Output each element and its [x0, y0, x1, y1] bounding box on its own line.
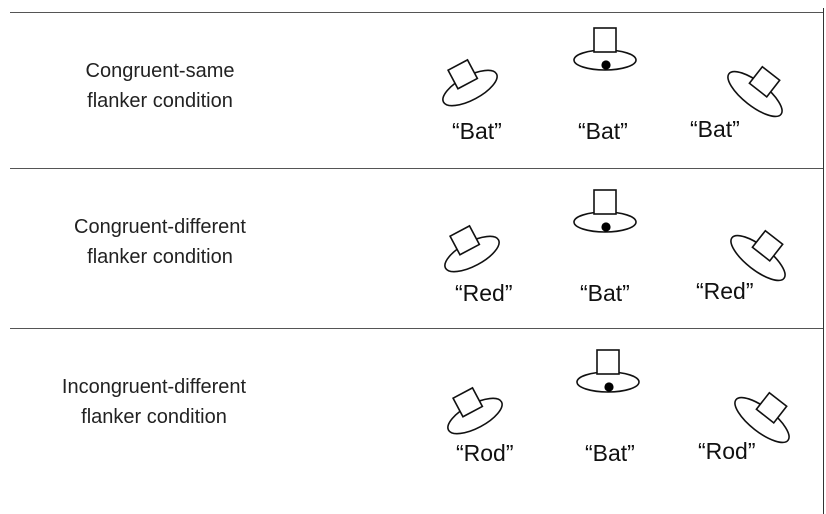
target-stimulus	[573, 348, 643, 398]
condition-label: Congruent-same flanker condition	[10, 56, 310, 116]
right-edge-rule	[823, 8, 824, 514]
right-flanker-word: “Bat”	[690, 116, 740, 142]
condition-label: Incongruent-different flanker condition	[4, 372, 304, 432]
left-flanker-stimulus	[440, 378, 510, 438]
row-incongruent-different: Incongruent-different flanker condition	[10, 328, 824, 514]
condition-label: Congruent-different flanker condition	[10, 212, 310, 272]
hat-icon-with-dot	[576, 349, 640, 393]
target-stimulus	[570, 26, 640, 76]
top-rule	[10, 12, 824, 13]
condition-label-line2: flanker condition	[87, 246, 233, 268]
condition-label-line1: Congruent-different	[74, 216, 246, 238]
target-word: “Bat”	[580, 280, 630, 306]
hat-icon-tilted-left	[447, 386, 503, 435]
hat-icon-with-dot	[573, 27, 637, 71]
condition-label-line1: Congruent-same	[85, 60, 235, 82]
left-flanker-word: “Red”	[455, 280, 513, 306]
condition-label-line2: flanker condition	[81, 406, 227, 428]
target-stimulus	[570, 188, 640, 238]
target-word: “Bat”	[585, 440, 635, 466]
right-flanker-word: “Rod”	[698, 438, 756, 464]
left-flanker-word: “Rod”	[456, 440, 514, 466]
left-flanker-stimulus	[435, 50, 505, 110]
right-flanker-stimulus	[722, 378, 802, 448]
condition-label-line2: flanker condition	[87, 90, 233, 112]
left-flanker-word: “Bat”	[452, 118, 502, 144]
hat-icon-tilted-left	[444, 224, 500, 273]
row-divider-2	[10, 328, 824, 329]
hat-icon-tilted-right	[734, 391, 790, 444]
hat-icon-with-dot	[573, 189, 637, 233]
hat-icon-tilted-right	[730, 229, 786, 282]
right-flanker-stimulus	[715, 52, 795, 122]
left-flanker-stimulus	[437, 216, 507, 276]
row-congruent-same: Congruent-same flanker condition	[10, 12, 824, 168]
condition-label-line1: Incongruent-different	[61, 376, 247, 398]
row-congruent-different: Congruent-different flanker condition	[10, 168, 824, 328]
right-flanker-word: “Red”	[696, 278, 754, 304]
target-word: “Bat”	[578, 118, 628, 144]
row-divider-1	[10, 168, 824, 169]
hat-icon-tilted-left	[442, 58, 498, 107]
hat-icon-tilted-right	[727, 65, 783, 118]
right-flanker-stimulus	[718, 216, 798, 286]
